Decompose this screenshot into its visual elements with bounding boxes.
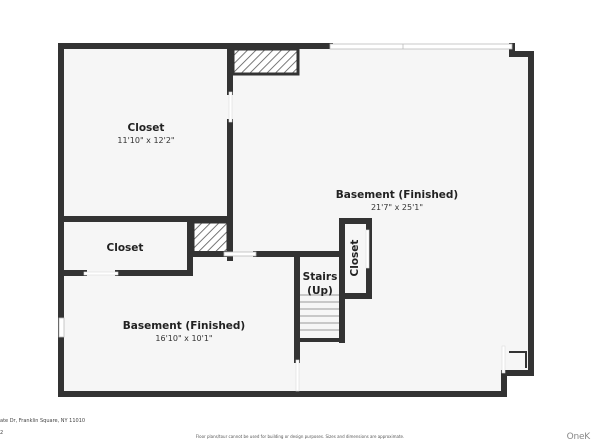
room-label-basement-main: Basement (Finished) (336, 189, 458, 201)
room-dims-basement-lower: 16'10" x 10'1" (155, 334, 212, 343)
room-label-closet-mid: Closet (107, 242, 144, 254)
footer-address: ate Dr, Franklin Square, NY 11010 (0, 418, 86, 424)
room-label-closet-top: Closet (128, 122, 165, 134)
footer-disclaimer: Floor plans/tour cannot be used for buil… (195, 434, 405, 439)
room-label-closet-small: Closet (349, 240, 361, 277)
floor-area (61, 46, 531, 394)
room-label-basement-lower: Basement (Finished) (123, 320, 245, 332)
room-dims-basement-main: 21'7" x 25'1" (371, 203, 423, 212)
hatched-fixture-mid (191, 220, 230, 255)
walls (58, 43, 534, 397)
footer-page-number: 2 (0, 430, 4, 436)
corner-detail (509, 351, 527, 368)
brand-logo: OneK (566, 432, 591, 442)
stair-treads (300, 294, 340, 331)
room-dims-closet-top: 11'10" x 12'2" (117, 136, 174, 145)
hatched-fixture-top (231, 47, 300, 76)
room-label-stairs-line1: Stairs (303, 271, 338, 283)
room-label-stairs-line2: (Up) (307, 285, 333, 297)
windows (58, 43, 513, 392)
